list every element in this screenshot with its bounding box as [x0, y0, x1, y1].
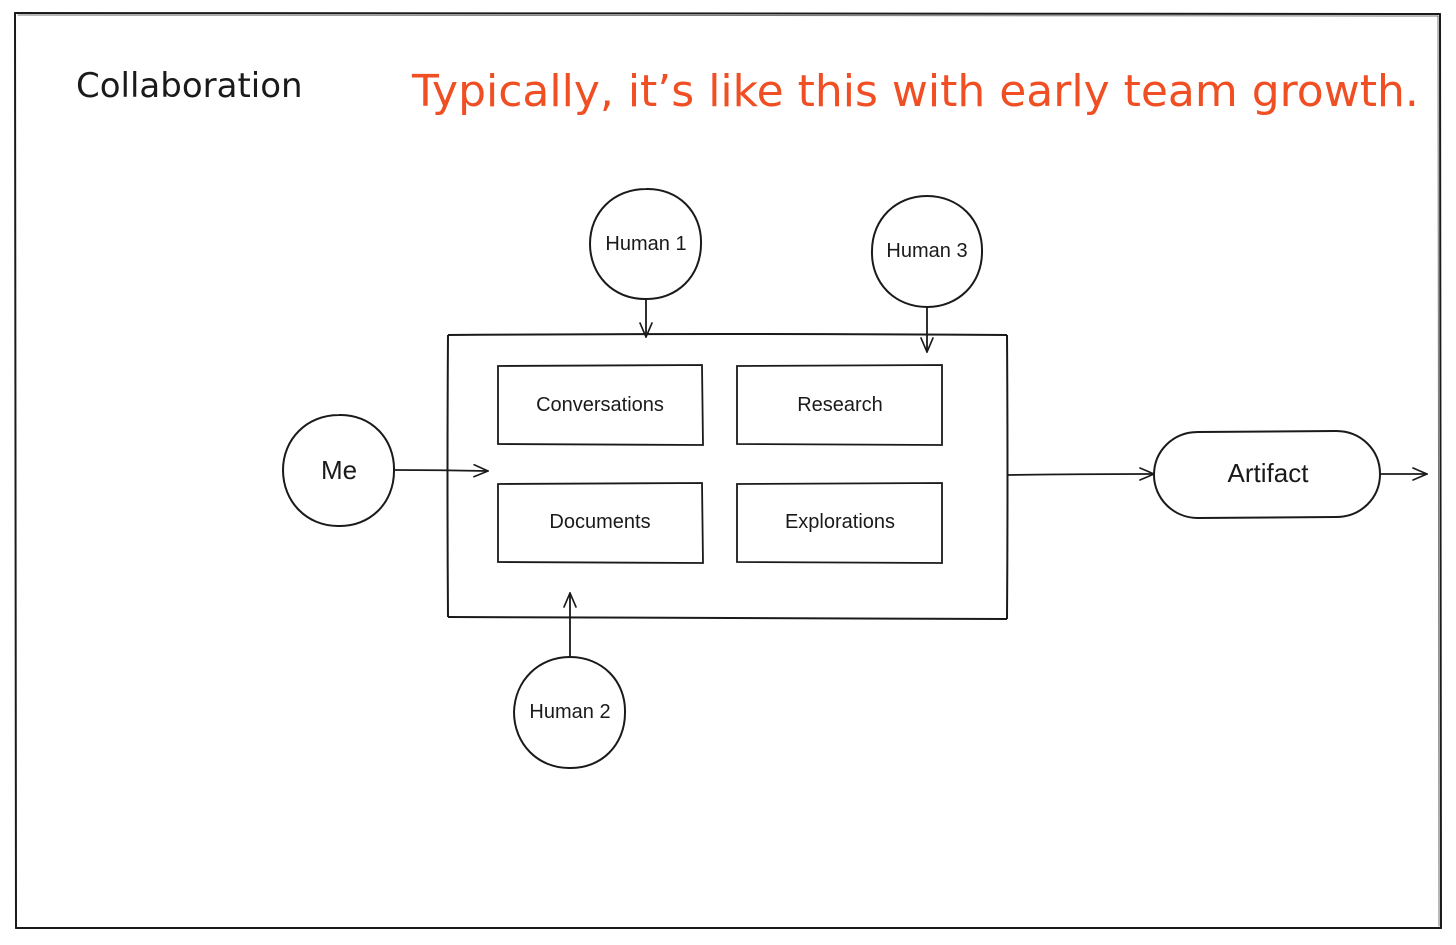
page-title: Collaboration [76, 66, 303, 106]
me-label: Me [321, 455, 357, 485]
explorations-box: Explorations [736, 482, 943, 564]
artifact-node: Artifact [1152, 429, 1382, 520]
research-box: Research [736, 364, 943, 446]
human3-label: Human 3 [886, 240, 967, 262]
me-node: Me [281, 413, 396, 528]
human2-node: Human 2 [512, 655, 627, 770]
human1-node: Human 1 [588, 187, 703, 301]
conversations-box: Conversations [497, 364, 704, 446]
documents-label: Documents [549, 511, 650, 533]
arrow-workspace-to-artifact [1007, 467, 1155, 481]
workspace-container [446, 333, 1009, 620]
human1-label: Human 1 [605, 233, 686, 255]
explorations-label: Explorations [785, 511, 895, 533]
research-label: Research [797, 394, 883, 416]
conversations-label: Conversations [536, 394, 664, 416]
artifact-label: Artifact [1228, 458, 1310, 488]
page-subtitle: Typically, it’s like this with early tea… [411, 66, 1419, 117]
human3-node: Human 3 [870, 194, 984, 309]
documents-box: Documents [497, 482, 704, 564]
arrow-me-to-workspace [393, 463, 489, 478]
human2-label: Human 2 [529, 701, 610, 723]
